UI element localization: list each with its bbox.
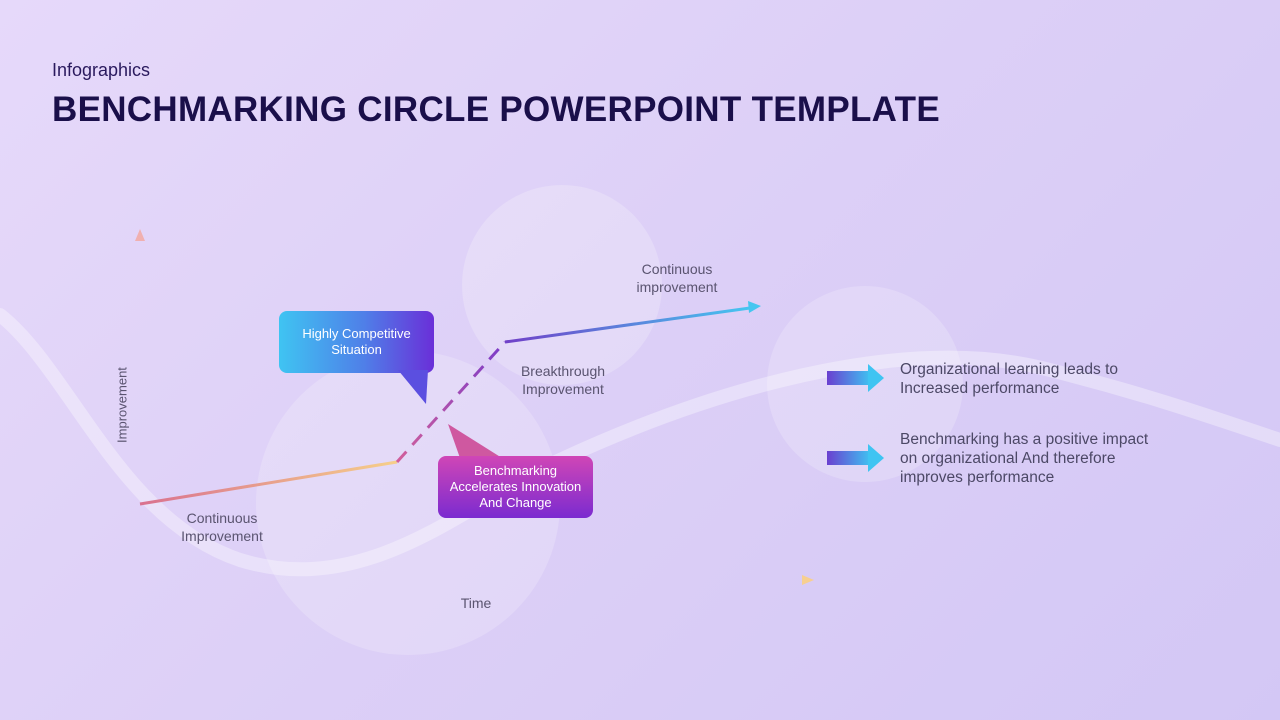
callout-benchmarking-text: Benchmarking Accelerates Innovation And … <box>449 463 582 510</box>
y-axis-label: Improvement <box>114 367 130 443</box>
callout-competitive-text: Highly Competitive Situation <box>302 326 411 357</box>
label-breakthrough-improvement: Breakthrough Improvement <box>520 363 606 397</box>
callout-competitive-box <box>279 311 434 373</box>
slide-title: BENCHMARKING CIRCLE POWERPOINT TEMPLATE <box>52 90 940 129</box>
arrow-bullet-2 <box>827 444 884 472</box>
callout-competitive-pointer <box>398 370 428 404</box>
slide-subtitle: Infographics <box>52 60 151 80</box>
continuous-improvement-line-low <box>139 460 398 506</box>
decor-circle-top <box>462 185 662 385</box>
x-axis-arrowhead <box>802 575 814 585</box>
callout-benchmarking-pointer <box>448 424 502 458</box>
high-line-arrowhead <box>748 301 761 313</box>
continuous-improvement-line-high <box>504 306 751 344</box>
label-continuous-improvement-low: Continuous Improvement <box>181 510 263 544</box>
breakthrough-dashed-line <box>395 340 507 464</box>
label-continuous-improvement-high: Continuous improvement <box>636 261 718 295</box>
arrow-bullet-1 <box>827 364 884 392</box>
y-axis-arrowhead <box>135 229 145 241</box>
x-axis-label: Time <box>460 595 492 611</box>
callout-benchmarking-box <box>438 456 593 518</box>
point-text-2: Benchmarking has a positive impact on or… <box>900 431 1149 486</box>
point-text-1: Organizational learning leads to Increas… <box>900 361 1118 397</box>
